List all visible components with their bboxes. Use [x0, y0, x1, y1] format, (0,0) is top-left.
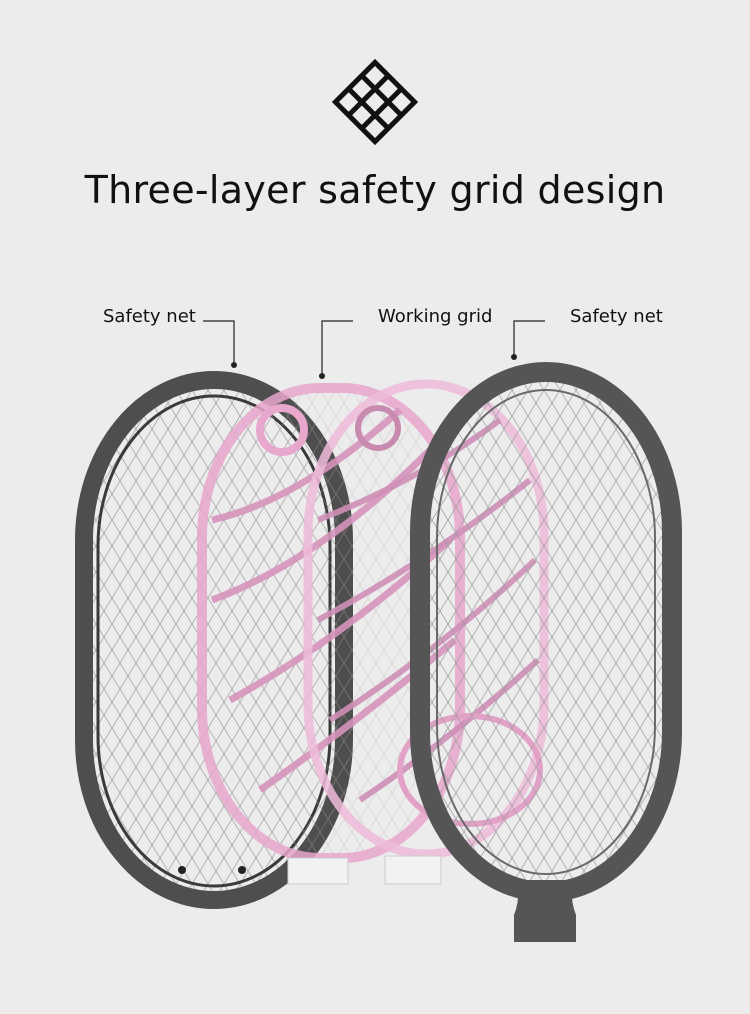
- callout-dot-left: [231, 362, 237, 368]
- callout-dot-middle: [319, 373, 325, 379]
- page-title: Three-layer safety grid design: [84, 168, 666, 212]
- callout-leader-lines: [203, 320, 545, 373]
- front-safety-net: [410, 362, 682, 942]
- callout-left-label: Safety net: [103, 306, 196, 327]
- callout-right-label: Safety net: [570, 306, 663, 327]
- callout-dot-right: [511, 354, 517, 360]
- grid-diamond-icon: [331, 58, 419, 146]
- callout-middle-label: Working grid: [378, 306, 493, 327]
